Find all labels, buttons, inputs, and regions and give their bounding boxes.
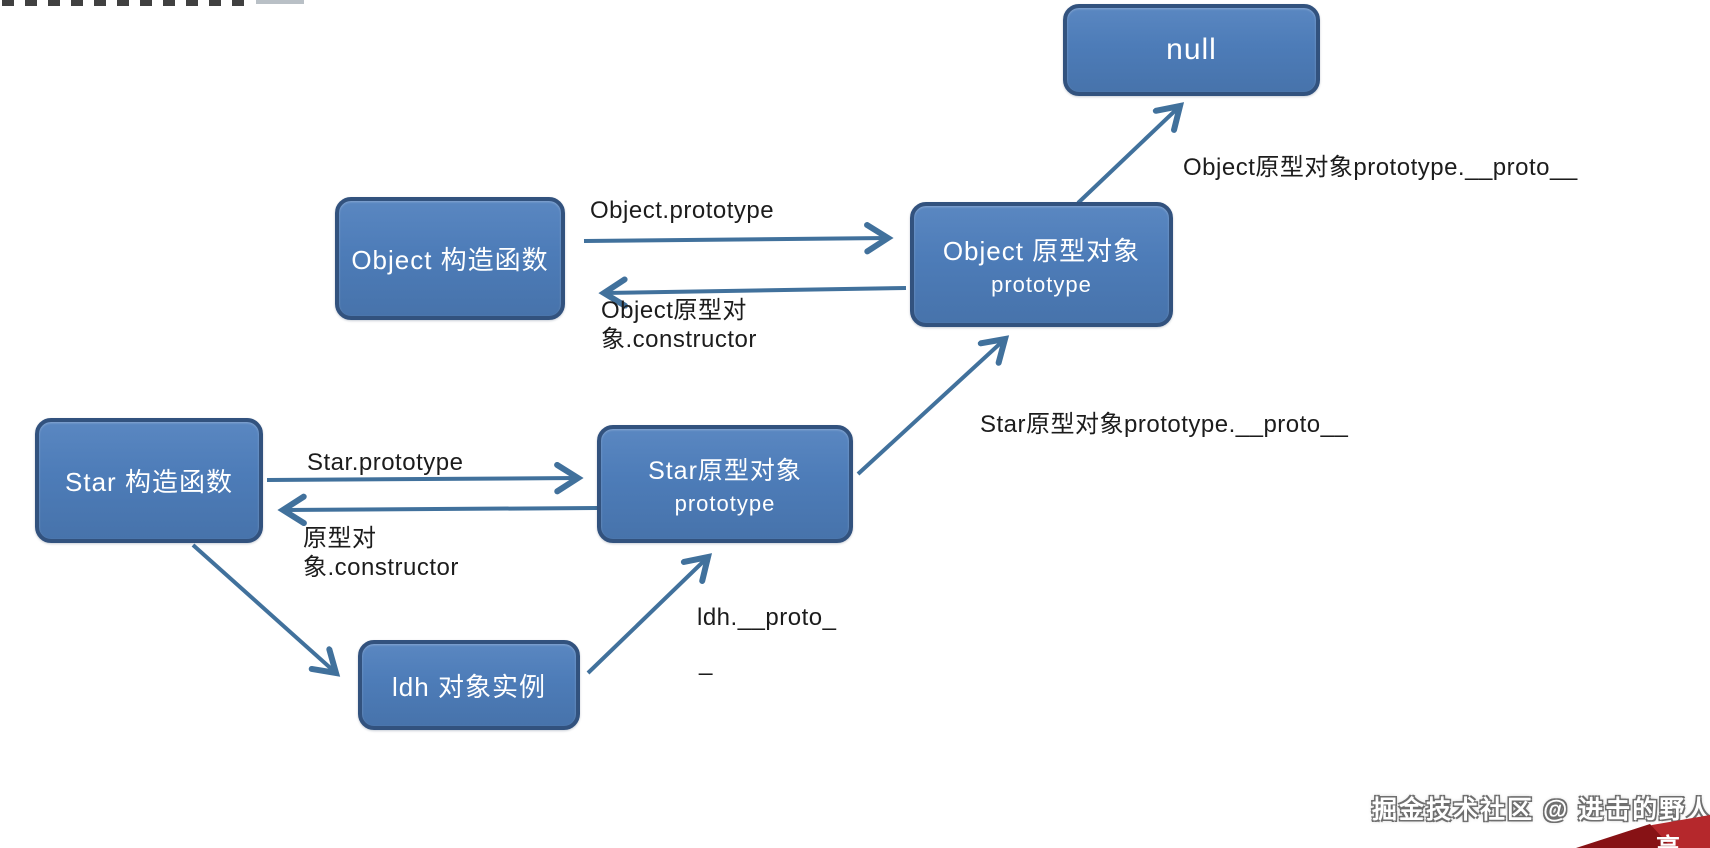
arrow-star-proto-chain — [856, 339, 1005, 476]
clipped-title-underline — [256, 0, 304, 4]
label-star-constructor: 原型对 象.constructor — [303, 524, 459, 582]
label-star-prototype: Star.prototype — [307, 449, 464, 476]
ribbon-text: 高 级 — [1656, 834, 1710, 848]
star-constructor-box: Star 构造函数 — [35, 418, 263, 543]
null-box: null — [1063, 4, 1320, 96]
label-object-constructor: Object原型对 象.constructor — [601, 296, 757, 354]
arrow-ldh-proto — [586, 557, 708, 675]
object-constructor-box: Object 构造函数 — [335, 197, 565, 320]
arrow-object-prototype — [583, 238, 888, 241]
label-star-proto-chain: Star原型对象prototype.__proto__ — [980, 411, 1349, 438]
null-box-label: null — [1166, 33, 1217, 66]
label-ldh-proto-line2: _ — [699, 649, 713, 676]
object-constructor-label: Object 构造函数 — [351, 245, 549, 275]
ldh-instance-box: ldh 对象实例 — [358, 640, 580, 730]
star-prototype-line1: Star原型对象 — [648, 457, 802, 485]
clipped-title-fragments — [2, 0, 252, 6]
label-object-constructor-line1: Object原型对 — [601, 297, 747, 324]
ldh-instance-label: ldh 对象实例 — [392, 671, 546, 702]
label-object-prototype: Object.prototype — [590, 197, 775, 224]
label-star-constructor-line2: 象.constructor — [303, 554, 459, 581]
label-ldh-proto-line1: ldh.__proto_ — [697, 604, 837, 631]
star-constructor-label: Star 构造函数 — [65, 467, 233, 497]
label-object-proto-chain: Object原型对象prototype.__proto__ — [1183, 154, 1578, 181]
arrow-object-proto-chain — [1076, 106, 1180, 205]
object-prototype-box: Object 原型对象 prototype — [910, 202, 1173, 327]
star-prototype-line2: prototype — [674, 491, 776, 516]
watermark-text: 掘金技术社区 @ 进击的野人 — [1372, 796, 1710, 824]
arrow-star-constructor — [283, 508, 598, 510]
star-prototype-box: Star原型对象 prototype — [597, 425, 853, 543]
arrow-star-prototype — [266, 478, 578, 480]
object-prototype-line2: prototype — [991, 272, 1092, 297]
object-prototype-line1: Object 原型对象 — [942, 236, 1141, 266]
arrow-object-constructor — [604, 288, 907, 293]
label-star-constructor-line1: 原型对 — [303, 525, 377, 552]
corner-ribbon: 高 级 — [1568, 812, 1710, 848]
label-object-constructor-line2: 象.constructor — [601, 326, 757, 353]
